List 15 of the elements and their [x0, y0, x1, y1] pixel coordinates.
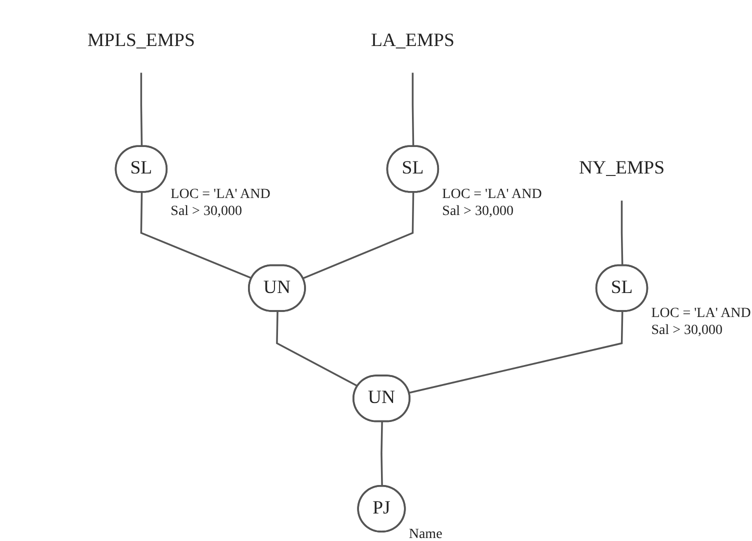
- node-caption: Name: [408, 526, 444, 541]
- connector: [140, 192, 252, 280]
- node-caption: LOC = 'LA' AND Sal > 30,000: [170, 186, 271, 221]
- node-text: MPLS_EMPS: [87, 30, 195, 50]
- node-text: LA_EMPS: [370, 30, 454, 50]
- connector: [409, 312, 624, 394]
- connector: [620, 200, 624, 266]
- connector: [140, 72, 143, 147]
- connector: [412, 72, 414, 147]
- node-text: NY_EMPS: [578, 158, 665, 178]
- node-caption: LOC = 'LA' AND Sal > 30,000: [442, 186, 542, 221]
- connector: [380, 422, 383, 486]
- connector: [302, 192, 414, 280]
- node-caption: LOC = 'LA' AND Sal > 30,000: [651, 304, 752, 340]
- connector: [276, 312, 358, 388]
